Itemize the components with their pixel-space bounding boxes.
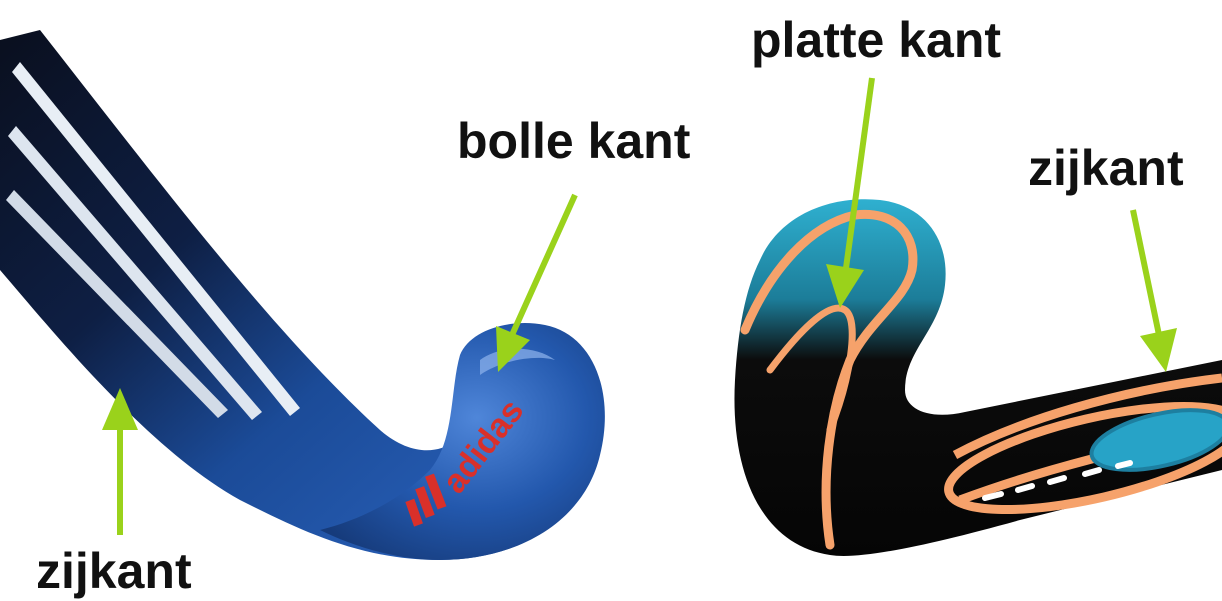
black-stick-body <box>734 199 1222 556</box>
label-zijkant-right: zijkant <box>1028 143 1184 193</box>
arrow-zijkant-right <box>1133 210 1177 372</box>
label-platte-kant: platte kant <box>751 15 1001 65</box>
label-zijkant-left: zijkant <box>36 546 192 596</box>
black-hockey-stick <box>734 199 1222 556</box>
label-bolle-kant: bolle kant <box>457 116 690 166</box>
blue-hockey-stick: adidas <box>0 30 605 560</box>
